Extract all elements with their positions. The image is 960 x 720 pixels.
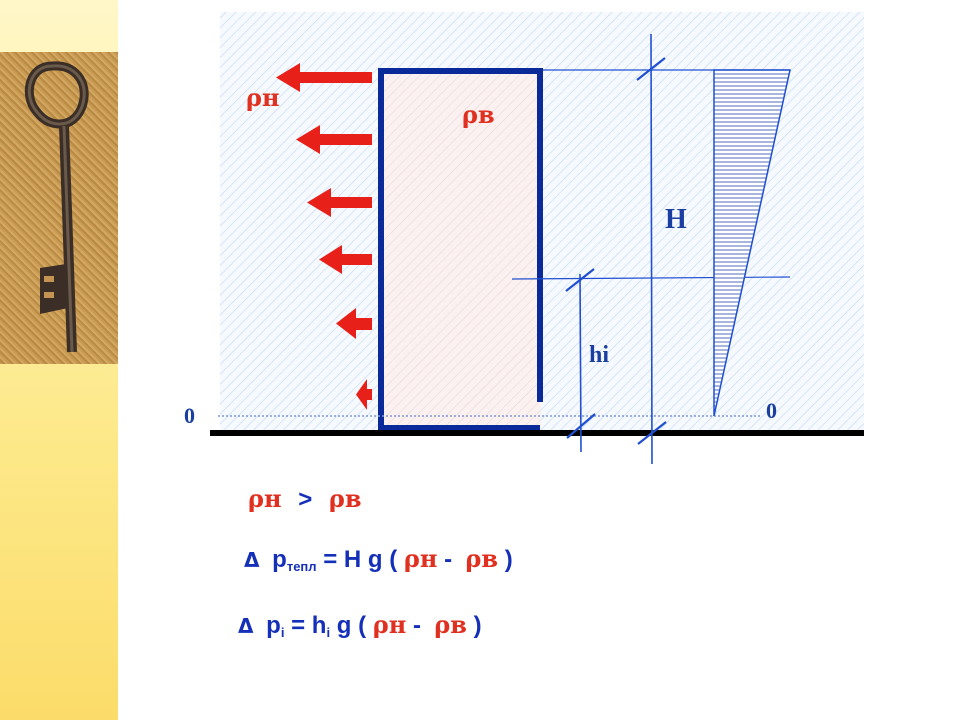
pressure-subscript: i — [280, 625, 285, 640]
total-pressure-formula: Δ pтепл = H g ( ρн - ρв ) — [244, 544, 513, 574]
zero-label-left: 0 — [184, 403, 195, 428]
tick — [637, 421, 667, 445]
pressure-arrow — [296, 125, 372, 154]
height-total-label: H — [665, 204, 687, 235]
pressure-arrow — [356, 379, 372, 410]
tick — [566, 413, 596, 439]
pressure-arrow — [307, 188, 372, 217]
formula-text: = H g ( — [316, 546, 398, 573]
pressure-symbol: p — [272, 546, 287, 573]
rho-inside-label: ρв — [462, 100, 495, 129]
rho-inside: ρв — [465, 544, 499, 573]
rho-outside: ρн — [403, 544, 438, 573]
pressure-arrows — [276, 63, 372, 410]
greater-sign: > — [298, 486, 313, 513]
delta-symbol: Δ — [238, 614, 254, 638]
minus-sign: - — [406, 612, 428, 639]
close-paren: ) — [466, 612, 482, 639]
pressure-symbol: p — [266, 612, 281, 639]
zero-label-right: 0 — [766, 398, 777, 423]
delta-symbol: Δ — [244, 548, 260, 572]
tick — [565, 268, 595, 292]
formula-text: = h — [284, 612, 327, 639]
height-partial-label: hi — [589, 342, 609, 368]
pressure-arrow — [319, 245, 372, 274]
rho-outside: ρн — [248, 484, 282, 513]
height-subscript: i — [326, 625, 331, 640]
minus-sign: - — [437, 546, 459, 573]
formula-text: g ( — [330, 612, 367, 639]
rho-outside-label: ρн — [246, 83, 280, 112]
rho-outside: ρн — [372, 610, 407, 639]
rho-inside: ρв — [328, 484, 362, 513]
inequality-formula: ρн > ρв — [248, 484, 362, 514]
partial-pressure-formula: Δ pi = hi g ( ρн - ρв ) — [238, 610, 482, 640]
key-photo — [0, 52, 118, 364]
pressure-triangle — [713, 69, 791, 417]
pressure-arrow — [276, 63, 372, 92]
building-wall — [378, 68, 543, 431]
tick — [636, 57, 666, 81]
pressure-arrow — [336, 308, 372, 339]
dimension-line-hi — [579, 273, 582, 453]
rho-inside: ρв — [434, 610, 467, 639]
close-paren: ) — [498, 546, 513, 573]
building-interior — [381, 71, 541, 428]
dimension-line-h — [650, 33, 653, 465]
pressure-subscript: тепл — [286, 559, 317, 574]
